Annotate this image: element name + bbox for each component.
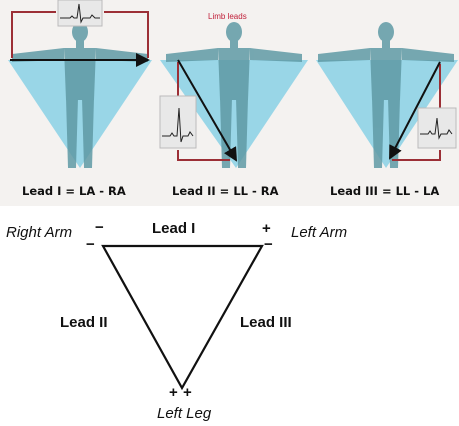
lead1-wire <box>11 11 56 58</box>
left-arm-label: Left Arm <box>291 224 348 241</box>
limb-leads-title: Limb leads <box>208 12 247 21</box>
limb-leads-illustration: Limb leads Lead I = LA - RA Lead II = LL… <box>0 0 459 206</box>
lead3-label: Lead III <box>240 314 292 331</box>
lead1-formula: Lead I = LA - RA <box>22 184 126 198</box>
left-arm-plus-sign: + <box>262 220 271 237</box>
limb-leads-figures <box>8 0 458 168</box>
einthoven-triangle-svg <box>101 244 264 391</box>
lead3-formula: Lead III = LL - LA <box>330 184 440 198</box>
lead1-figure <box>8 0 152 168</box>
lead2-figure <box>159 22 308 168</box>
lead3-ecg-box <box>417 107 457 149</box>
left-arm-minus-sign: − <box>264 236 273 253</box>
left-leg-plus-sign: + <box>169 384 178 401</box>
lead1-label: Lead I <box>152 220 196 237</box>
lead3-figure <box>316 22 458 168</box>
lead2-label: Lead II <box>60 314 108 331</box>
lead2-triangle <box>160 60 308 168</box>
lead2-ecg-box <box>159 95 197 149</box>
triangle-outline <box>101 244 264 391</box>
right-arm-minus-sign-2: − <box>86 236 95 253</box>
left-leg-label: Left Leg <box>157 405 212 422</box>
lead3-arrow <box>389 61 441 160</box>
lead2-formula: Lead II = LL - RA <box>172 184 279 198</box>
right-arm-minus-sign: − <box>95 219 104 236</box>
lead3-triangle <box>316 60 458 168</box>
einthoven-triangle: Right Arm Left Arm Left Leg Lead I Lead … <box>0 208 459 426</box>
lead2-arrow <box>177 59 238 162</box>
lead1-triangle <box>8 60 152 168</box>
right-arm-label: Right Arm <box>6 224 73 241</box>
left-leg-plus-sign-2: + <box>183 384 192 401</box>
